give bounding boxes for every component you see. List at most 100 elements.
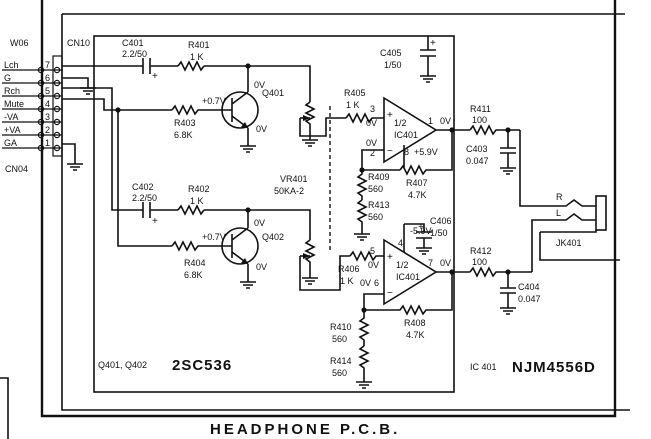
r407-ref: R407 <box>406 178 428 188</box>
svg-text:+: + <box>152 71 158 82</box>
r401-to-pot-wire <box>204 65 311 102</box>
q401-collector-node <box>245 63 251 69</box>
ic401a-half: 1/2 <box>394 118 407 128</box>
c402-value: 2.2/50 <box>132 193 157 203</box>
q401-ref: Q401 <box>262 88 284 98</box>
connector-pin-signal: GA <box>4 138 17 148</box>
r408-resistor: R408 4.7K <box>364 272 453 340</box>
q402-collector-node <box>245 207 251 213</box>
vr401-label-group: VR401 50KA-2 <box>274 174 308 196</box>
ic401b-half: 1/2 <box>396 260 409 270</box>
connector-pin-number: 7 <box>45 60 50 70</box>
r408-ref: R408 <box>404 318 426 328</box>
r408-value: 4.7K <box>406 330 425 340</box>
connector-pin-row: Lch 7 <box>2 60 62 74</box>
pin6-ground-symbol <box>62 77 96 95</box>
c401-value: 2.2/50 <box>122 49 147 59</box>
ic401a-pin8: 8 <box>404 147 409 157</box>
r406-value: 1 K <box>340 276 354 286</box>
ic401b-pin6: 6 <box>374 278 379 288</box>
r405-value: 1 K <box>346 100 360 110</box>
jk401-l-label: L <box>556 208 561 218</box>
mute-line-upper <box>62 98 172 111</box>
ic401a-supply-voltage: +5.9V <box>414 147 438 157</box>
jk401-r-label: R <box>556 192 563 202</box>
q402-transistor: Q402 +0.7V 0V 0V <box>202 210 284 274</box>
r410-value: 560 <box>332 334 347 344</box>
jk401-ref: JK401 <box>556 238 582 248</box>
ic401b-pin5: 5 <box>370 246 375 256</box>
r410-ref: R410 <box>330 322 352 332</box>
connector-pin-number: 1 <box>45 138 50 148</box>
q402-base-voltage: +0.7V <box>202 232 226 242</box>
board-title: HEADPHONE P.C.B. <box>210 421 400 438</box>
ic401a-ref: IC401 <box>394 130 418 140</box>
c403-capacitor: C403 0.047 <box>466 130 516 175</box>
ic401-upper-opamp: + − 1/2 IC401 3 0V 2 0V 1 0V 8 +5.9V <box>366 96 451 164</box>
lch-output-wire <box>519 130 548 207</box>
c401-capacitor: + C401 2.2/50 <box>122 38 158 82</box>
r403-value: 6.8K <box>174 130 193 140</box>
connector-pin-signal: Lch <box>4 60 19 70</box>
connector-pin-signal: +VA <box>4 125 21 135</box>
outer-board-frame <box>40 0 617 418</box>
jk401-headphone-jack: R L JK401 <box>539 192 620 261</box>
q401-collector-voltage: 0V <box>254 80 265 90</box>
c404-ref: C404 <box>518 282 540 292</box>
connector-pin-number: 2 <box>45 125 50 135</box>
inner-circuit-frame <box>61 13 630 411</box>
svg-text:−: − <box>387 288 393 299</box>
c402-capacitor: + C402 2.2/50 <box>132 182 158 227</box>
connector-pin-row: -VA 3 <box>2 112 62 126</box>
r414-value: 560 <box>332 368 347 378</box>
c405-value: 1/50 <box>384 60 402 70</box>
connector-pin-signal: Mute <box>4 99 24 109</box>
vr401-lower-section <box>300 239 318 285</box>
r413-value: 560 <box>368 212 383 222</box>
r402-to-pot-wire <box>204 209 311 240</box>
r412-ref: R412 <box>470 246 492 256</box>
rch-signal-wire <box>62 87 140 211</box>
connector-pin-number: 6 <box>45 73 50 83</box>
connector-pin-number: 5 <box>45 86 50 96</box>
connector-cn10-label: CN10 <box>67 38 90 48</box>
ic401a-pin1: 1 <box>428 116 433 126</box>
r401-resistor: R401 1 K <box>177 40 210 72</box>
svg-text:+: + <box>387 110 393 121</box>
r412-value: 100 <box>472 257 487 267</box>
r403-resistor: R403 6.8K <box>171 104 222 140</box>
q401-emitter-ground <box>240 138 256 153</box>
ic401b-pin5-voltage: 0V <box>368 260 379 270</box>
vr401-upper-wiper-wire <box>299 117 346 137</box>
ic401b-out-voltage: 0V <box>440 258 451 268</box>
r409-value: 560 <box>368 184 383 194</box>
connector-pin-signal: -VA <box>4 112 18 122</box>
r411-ref: R411 <box>470 104 491 114</box>
r414-resistor: R414 560 <box>330 345 372 389</box>
c405-capacitor: + C405 1/50 <box>380 36 436 83</box>
r413-ref: R413 <box>368 200 390 210</box>
r403-ref: R403 <box>174 118 196 128</box>
r411-resistor: R411 100 <box>469 104 520 136</box>
svg-text:+: + <box>387 252 393 263</box>
q402-emitter-ground <box>240 274 256 289</box>
r406-ref: R406 <box>338 264 360 274</box>
svg-text:+: + <box>418 222 424 233</box>
vr401-upper-section <box>300 101 318 147</box>
r404-value: 6.8K <box>184 270 203 280</box>
connector-pin-number: 3 <box>45 112 50 122</box>
c404-value: 0.047 <box>518 294 541 304</box>
r402-ref: R402 <box>188 184 210 194</box>
c402-ref: C402 <box>132 182 154 192</box>
r405-resistor: R405 1 K <box>344 88 384 124</box>
r404-ref: R404 <box>184 258 206 268</box>
svg-text:−: − <box>387 146 393 157</box>
c401-ref: C401 <box>122 38 144 48</box>
ic401b-pin6-voltage: 0V <box>360 278 371 288</box>
r406-resistor: R406 1 K <box>338 250 384 286</box>
ic401a-pin2-voltage: 0V <box>366 138 377 148</box>
